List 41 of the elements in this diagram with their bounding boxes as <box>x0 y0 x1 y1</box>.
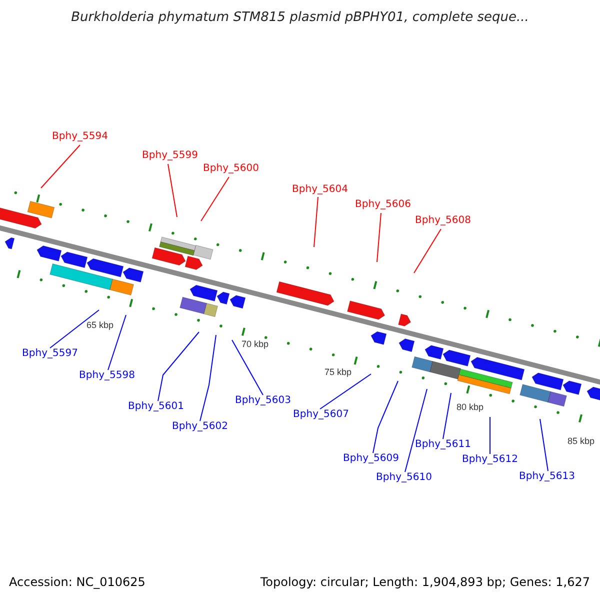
gene-label: Bphy_5597 <box>22 348 78 360</box>
leader-line <box>40 144 80 188</box>
footer-text: Accession: NC_010625 <box>9 575 146 589</box>
scale-label: 65 kbp <box>86 320 114 330</box>
footer-text: Topology: circular; Length: 1,904,893 bp; Genes: 1,627 <box>260 575 590 589</box>
gene-label: Bphy_5604 <box>292 184 348 196</box>
leader-line <box>376 212 382 262</box>
leader-line <box>372 380 398 454</box>
gene-label: Bphy_5607 <box>293 409 349 421</box>
leader-line <box>540 418 548 472</box>
scale-label: 70 kbp <box>241 339 269 349</box>
leader-line <box>314 196 318 248</box>
gene-label: Bphy_5602 <box>172 421 228 433</box>
leader-line <box>108 314 126 370</box>
gene-label: Bphy_5594 <box>52 131 108 143</box>
leader-line <box>158 332 200 402</box>
leader-line <box>200 334 216 422</box>
scale-label: 75 kbp <box>324 367 352 377</box>
leader-line <box>320 374 372 410</box>
gene-label: Bphy_5612 <box>462 454 518 466</box>
leader-line <box>200 176 230 222</box>
gene-label: Bphy_5608 <box>415 215 471 227</box>
gene-label: Bphy_5600 <box>203 163 259 175</box>
leader-line <box>50 310 100 348</box>
leader-line <box>442 392 452 440</box>
gene-label: Bphy_5606 <box>355 199 411 211</box>
gene-label: Bphy_5610 <box>376 472 432 484</box>
scale-label: 85 kbp <box>567 436 595 446</box>
leader-line <box>414 228 442 274</box>
diagram-title: Burkholderia phymatum STM815 plasmid pBPHY01, complete seque... <box>71 10 529 26</box>
leader-line <box>232 340 264 396</box>
gene-label: Bphy_5599 <box>142 150 198 162</box>
gene-label: Bphy_5613 <box>519 471 575 483</box>
gene-label: Bphy_5611 <box>415 439 471 451</box>
gene-label: Bphy_5601 <box>128 401 184 413</box>
leader-line <box>404 388 428 472</box>
leader-line <box>168 164 178 218</box>
gene-label: Bphy_5598 <box>79 370 135 382</box>
gene-label: Bphy_5603 <box>235 395 291 407</box>
gene-label: Bphy_5609 <box>343 453 399 465</box>
scale-label: 80 kbp <box>456 402 484 412</box>
